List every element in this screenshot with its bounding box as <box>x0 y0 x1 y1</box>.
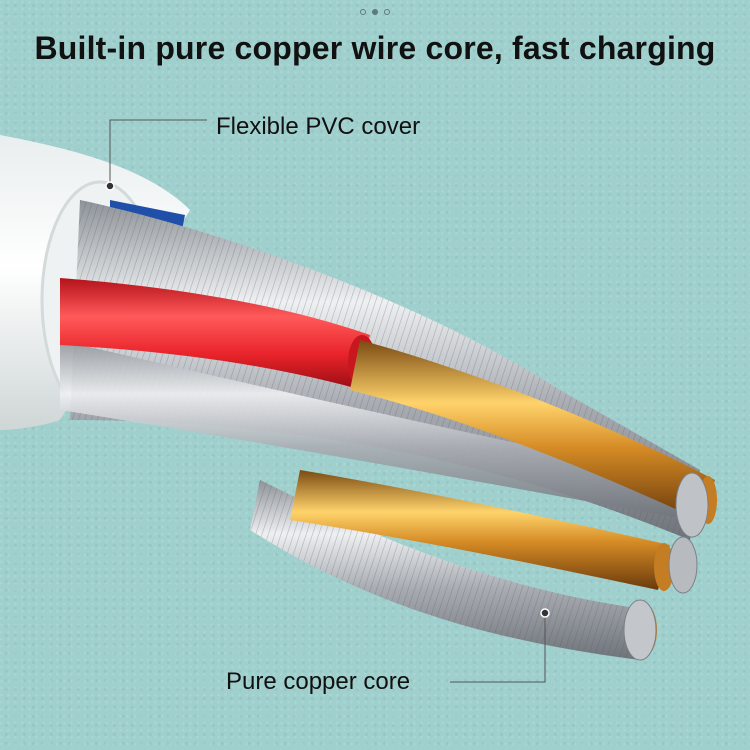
core-callout-marker <box>540 608 550 618</box>
copper-core-label: Pure copper core <box>226 668 411 695</box>
headline: Built-in pure copper wire core, fast cha… <box>34 30 716 66</box>
pagination-dot-active[interactable] <box>372 9 378 15</box>
pagination-dot[interactable] <box>360 9 366 15</box>
callout-leaders <box>109 119 546 683</box>
strand-ends <box>623 472 709 661</box>
cover-callout-marker <box>105 181 115 191</box>
pvc-cover-label: Flexible PVC cover <box>216 113 421 140</box>
carousel-pagination <box>360 9 390 15</box>
pagination-dot[interactable] <box>384 9 390 15</box>
